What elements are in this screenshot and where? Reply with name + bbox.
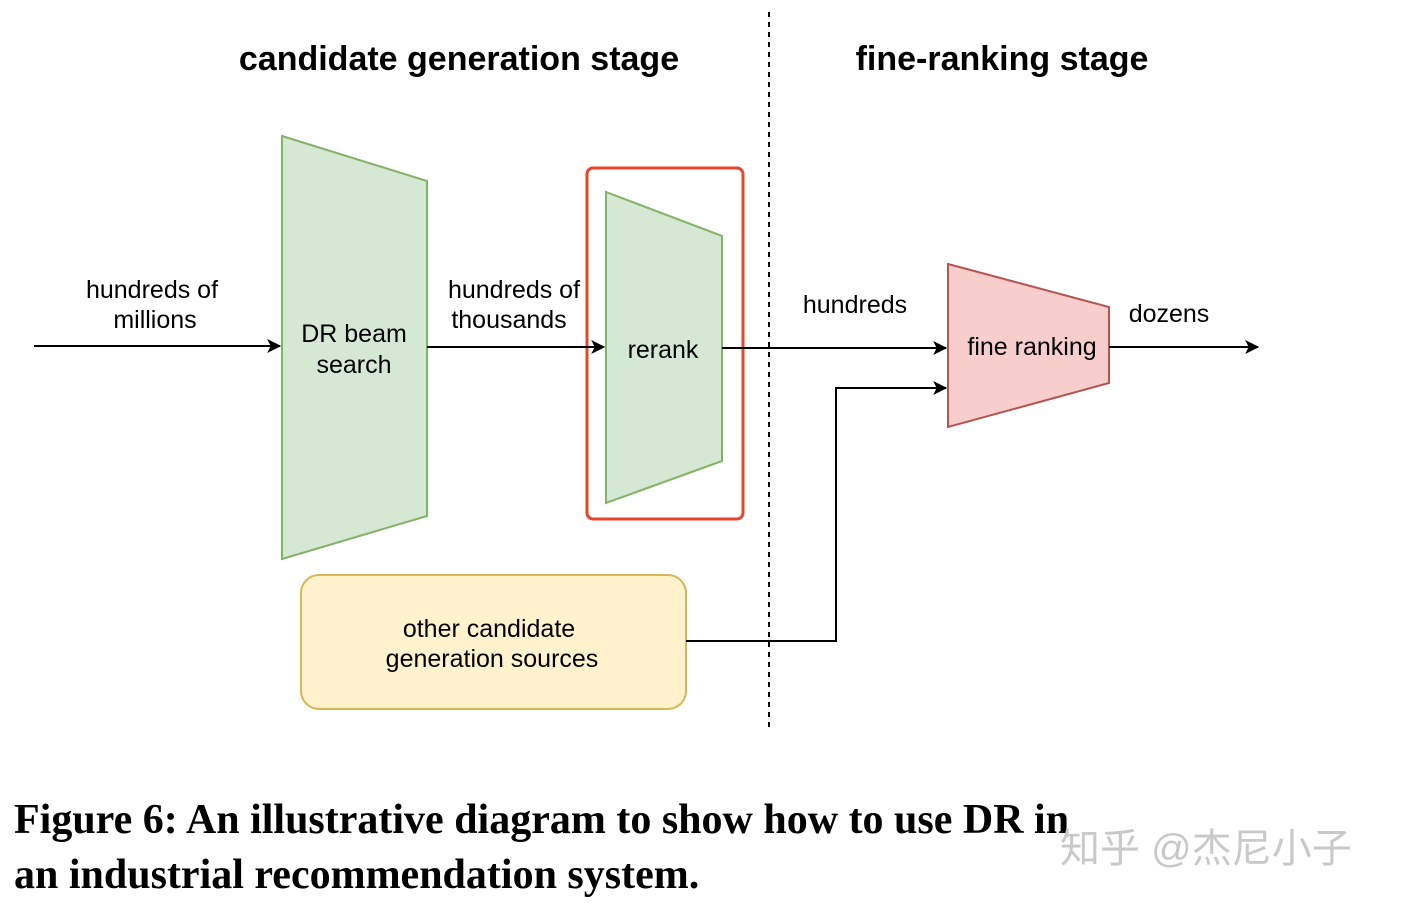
input-label-line2: millions (113, 306, 196, 334)
other-sources-to-fine-ranking-arrow (686, 381, 948, 642)
after-rerank-label: hundreds (803, 291, 907, 319)
fine-ranking-node (947, 262, 1110, 429)
beam-search-label-line2: search (316, 351, 391, 379)
caption-line2: an industrial recommendation system. (14, 852, 699, 898)
after-beam-label-line2: thousands (451, 306, 566, 334)
rerank-label: rerank (628, 336, 699, 364)
input-label-line1: hundreds of (86, 276, 218, 304)
rerank-highlight-box (585, 166, 745, 521)
watermark-text: 知乎 @杰尼小子 (1060, 827, 1352, 871)
other-sources-label-line2: generation sources (386, 645, 599, 673)
caption-line1: Figure 6: An illustrative diagram to sho… (14, 797, 1069, 843)
output-label: dozens (1129, 300, 1210, 328)
rerank-node (605, 190, 723, 505)
after-beam-label-line1: hundreds of (448, 276, 580, 304)
fine-ranking-stage-title: fine-ranking stage (856, 40, 1149, 78)
other-sources-label-line1: other candidate (403, 615, 575, 643)
beam-search-label-line1: DR beam (301, 320, 407, 348)
candidate-generation-stage-title: candidate generation stage (239, 40, 679, 78)
beam-search-node (281, 134, 428, 561)
fine-ranking-label: fine ranking (967, 333, 1096, 361)
